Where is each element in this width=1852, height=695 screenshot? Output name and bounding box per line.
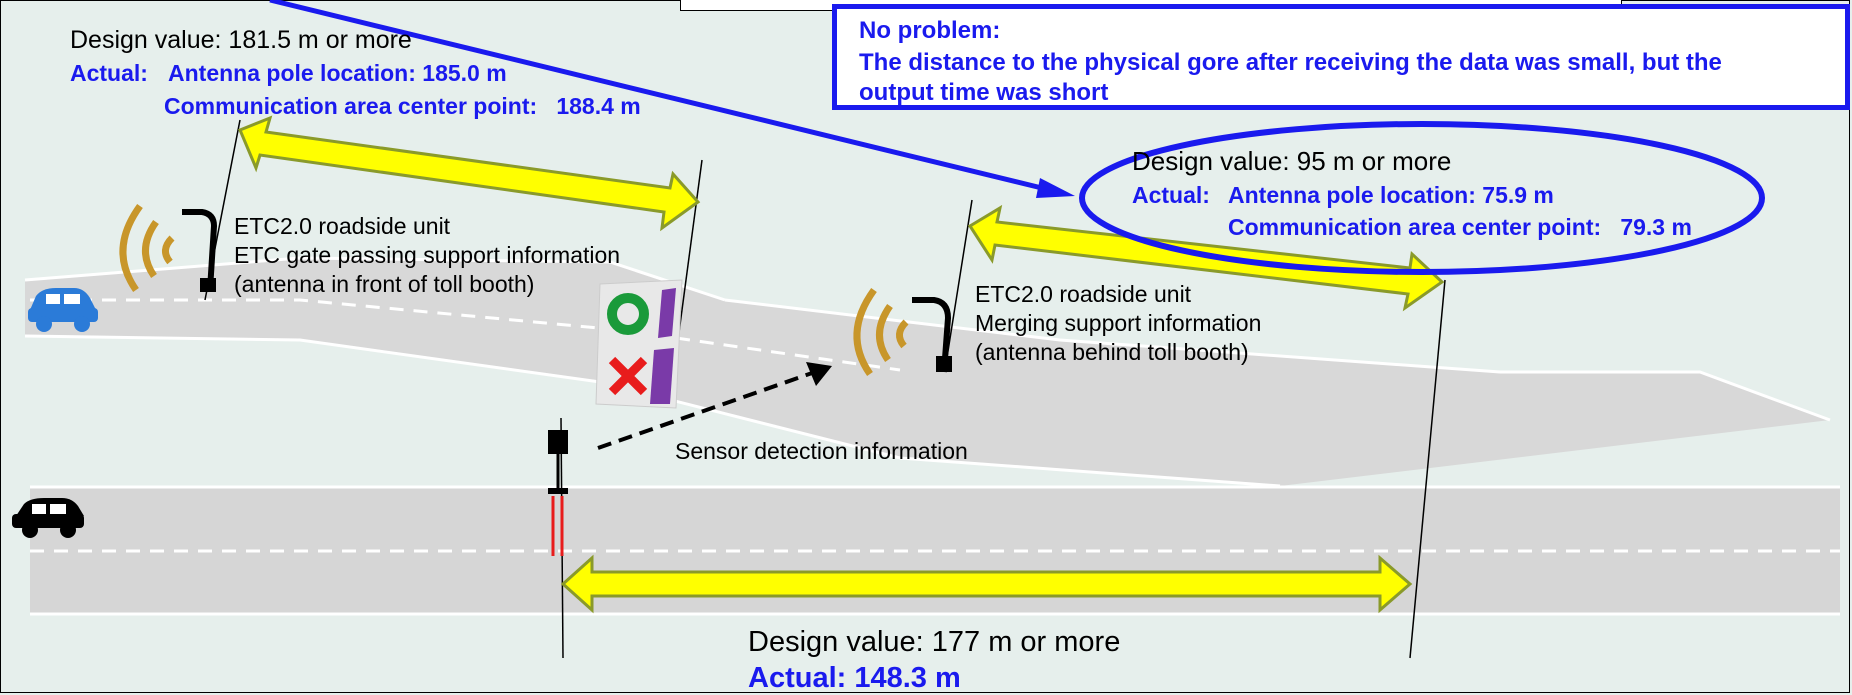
- antenna-icon: [182, 209, 218, 292]
- callout-line-1: The distance to the physical gore after …: [859, 49, 1722, 76]
- front-design-value: Design value: 181.5 m or more: [70, 26, 412, 54]
- behind-unit-title: ETC2.0 roadside unit: [975, 281, 1192, 307]
- callout-line-2: output time was short: [859, 79, 1109, 106]
- arrow-main-distance: [560, 554, 1413, 614]
- car-icon: [28, 288, 98, 332]
- sensor-arrow-line: [597, 370, 816, 450]
- sensor-arrowhead: [806, 362, 832, 386]
- behind-actual-prefix: Actual:: [1132, 182, 1210, 208]
- highlight-ellipse: [1079, 121, 1765, 275]
- main-design-value: Design value: 177 m or more: [748, 626, 1121, 658]
- wave-icon: [853, 287, 909, 377]
- behind-unit-label: ETC2.0 roadside unit Merging support inf…: [975, 280, 1261, 367]
- pointer-arrowhead: [1036, 178, 1075, 198]
- front-antenna-location: Antenna pole location: 185.0 m: [168, 60, 507, 86]
- ramp-road: [25, 258, 1830, 486]
- ng-icon: [608, 356, 648, 396]
- front-unit-note: (antenna in front of toll booth): [234, 271, 535, 297]
- toll-sign: [595, 279, 683, 409]
- arrow-front-distance: [238, 115, 701, 232]
- behind-antenna-location: Antenna pole location: 75.9 m: [1228, 182, 1554, 208]
- behind-design-value: Design value: 95 m or more: [1132, 146, 1452, 176]
- front-unit-label: ETC2.0 roadside unit ETC gate passing su…: [234, 212, 620, 299]
- car-icon: [12, 498, 84, 538]
- ramp-lane-dashes: [30, 298, 901, 372]
- callout-box: No problem: The distance to the physical…: [832, 4, 1850, 110]
- behind-unit-info: Merging support information: [975, 310, 1262, 336]
- main-actual-value: Actual: 148.3 m: [748, 662, 961, 694]
- sensor-label: Sensor detection information: [675, 438, 968, 464]
- pointer-arrow-line: [269, 0, 1051, 193]
- callout-title: No problem:: [859, 17, 1001, 44]
- behind-unit-note: (antenna behind toll booth): [975, 339, 1249, 365]
- wave-icon: [119, 203, 175, 293]
- sensor-icon: [548, 430, 568, 556]
- antenna-icon: [912, 297, 952, 373]
- front-center-point: Communication area center point: 188.4 m: [164, 93, 641, 119]
- dim-line-gore: [1409, 279, 1446, 659]
- front-actual-prefix: Actual:: [70, 60, 148, 86]
- front-unit-title: ETC2.0 roadside unit: [234, 213, 451, 239]
- behind-center-point: Communication area center point: 79.3 m: [1228, 214, 1692, 240]
- ok-icon: [607, 293, 649, 335]
- front-unit-info: ETC gate passing support information: [234, 242, 621, 268]
- dim-line-behind-antenna: [944, 199, 973, 371]
